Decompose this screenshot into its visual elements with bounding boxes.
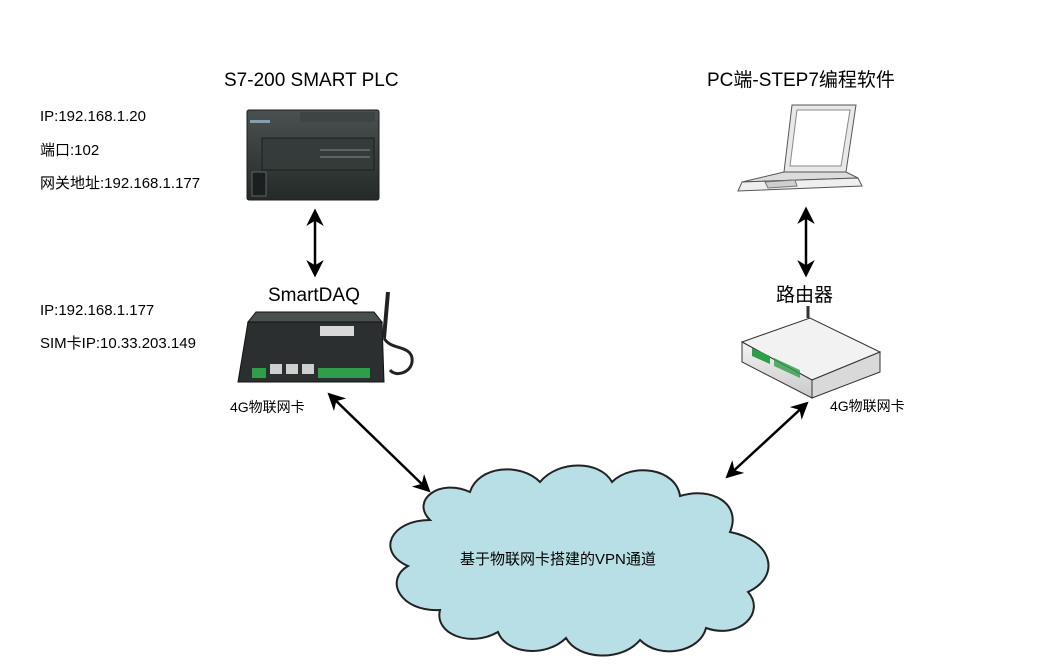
router-cloud-arrow (725, 401, 809, 479)
vpn-cloud-shape (389, 464, 770, 657)
smartdaq-cloud-arrow (327, 392, 431, 493)
plc-ip-label: IP:192.168.1.20 (40, 108, 146, 125)
smartdaq-ip-label: IP:192.168.1.177 (40, 302, 155, 319)
smartdaq-device-icon (237, 291, 414, 383)
pc-title: PC端-STEP7编程软件 (707, 70, 895, 91)
plc-title: S7-200 SMART PLC (224, 70, 399, 91)
smartdaq-sim-ip-label: SIM卡IP:10.33.203.149 (40, 335, 196, 352)
smartdaq-title: SmartDAQ (268, 285, 360, 306)
router-title: 路由器 (776, 285, 834, 306)
plc-device-icon (246, 109, 380, 201)
plc-port-label: 端口:102 (40, 142, 100, 159)
laptop-icon (737, 104, 863, 192)
vpn-label: 基于物联网卡搭建的VPN通道 (460, 551, 656, 568)
smartdaq-card-label: 4G物联网卡 (230, 399, 305, 415)
router-card-label: 4G物联网卡 (830, 398, 905, 414)
plc-gateway-label: 网关地址:192.168.1.177 (40, 175, 201, 192)
router-icon (740, 306, 882, 399)
